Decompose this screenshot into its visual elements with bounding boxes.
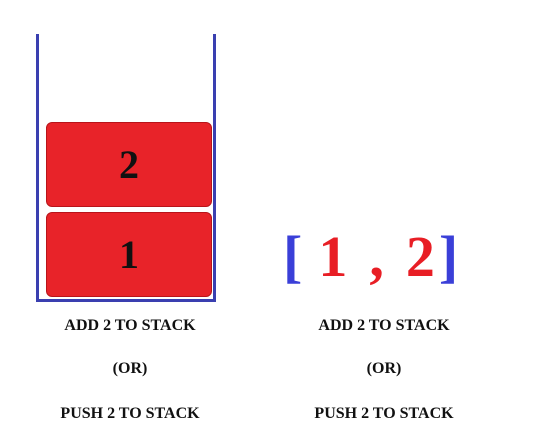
stack-item-bottom: 1 bbox=[46, 212, 212, 297]
right-caption-line3: PUSH 2 TO STACK bbox=[314, 405, 454, 422]
left-caption-line3: PUSH 2 TO STACK bbox=[60, 405, 200, 422]
stack-item-top: 2 bbox=[46, 122, 212, 207]
array-separator: , bbox=[369, 224, 384, 289]
array-item-second: 2 bbox=[405, 224, 435, 289]
array-representation: [ 1 , 2 ] bbox=[283, 222, 458, 292]
right-caption-line2: (OR) bbox=[366, 360, 402, 377]
array-item-first: 1 bbox=[318, 224, 348, 289]
stack-container bbox=[36, 34, 216, 302]
left-caption-line2: (OR) bbox=[112, 360, 148, 377]
right-caption-line1: ADD 2 TO STACK bbox=[318, 317, 450, 334]
left-caption-line1: ADD 2 TO STACK bbox=[64, 317, 196, 334]
array-close-bracket: ] bbox=[438, 224, 459, 289]
array-open-bracket: [ bbox=[283, 224, 303, 289]
